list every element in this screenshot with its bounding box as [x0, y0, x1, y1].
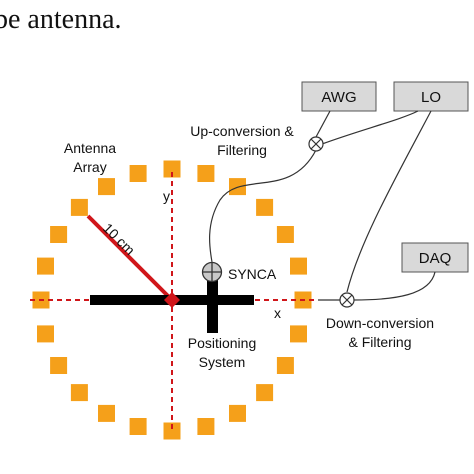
antenna-element	[98, 404, 115, 422]
antenna-element	[70, 384, 88, 402]
antenna-element	[50, 357, 68, 374]
downconversion-label-line1: Down-conversion	[326, 315, 434, 331]
antenna-element	[197, 418, 215, 435]
antenna-array-label-line2: Array	[73, 159, 106, 175]
antenna-element	[290, 257, 307, 275]
radius-line	[86, 214, 174, 302]
antenna-element	[256, 384, 274, 402]
antenna-array-label-line1: Antenna	[64, 140, 116, 156]
antenna-element	[276, 226, 294, 243]
antenna-element	[197, 165, 215, 182]
antenna-element	[229, 178, 246, 196]
wire-downmixer-to-daq	[353, 271, 436, 301]
wire-lo-to-downmixer	[346, 110, 432, 293]
wire-lo-to-upmixer	[321, 110, 419, 145]
wire-upmixer-to-synca	[208, 149, 317, 263]
downconversion-mixer-icon	[339, 292, 355, 308]
antenna-element	[70, 198, 88, 216]
awg-label: AWG	[321, 89, 356, 106]
y-axis-label: y	[163, 188, 170, 204]
upconversion-label-line2: Filtering	[217, 142, 267, 158]
lo-label: LO	[421, 89, 441, 106]
upconversion-label-line1: Up-conversion &	[190, 123, 294, 139]
caption-fragment: be antenna.	[0, 4, 122, 35]
wire-awg-to-upmixer	[315, 110, 331, 138]
array-center-marker	[164, 292, 180, 308]
antenna-element	[98, 178, 115, 196]
antenna-element	[276, 357, 294, 374]
antenna-element	[163, 422, 181, 440]
downconversion-label-line2: & Filtering	[348, 334, 411, 350]
antenna-element	[256, 198, 274, 216]
awg-block	[301, 81, 377, 112]
synca-label: SYNCA	[228, 266, 277, 282]
daq-block	[401, 242, 469, 273]
positioning-system-label-line1: Positioning	[188, 335, 257, 351]
antenna-element	[37, 325, 54, 343]
lo-block	[393, 81, 469, 112]
positioning-system-label-line2: System	[199, 354, 246, 370]
radius-label: 10 cm	[100, 220, 138, 258]
upconversion-mixer-icon	[308, 136, 324, 152]
synca-antenna-icon	[201, 261, 223, 283]
antenna-element	[50, 226, 68, 243]
antenna-element	[229, 404, 246, 422]
daq-label: DAQ	[419, 250, 452, 267]
antenna-element	[129, 165, 147, 182]
antenna-element	[163, 160, 181, 178]
antenna-element	[290, 325, 307, 343]
positioning-stage-y-bar	[207, 268, 218, 333]
antenna-element	[129, 418, 147, 435]
antenna-element	[37, 257, 54, 275]
x-axis-label: x	[274, 305, 281, 321]
antenna-array	[32, 160, 312, 440]
